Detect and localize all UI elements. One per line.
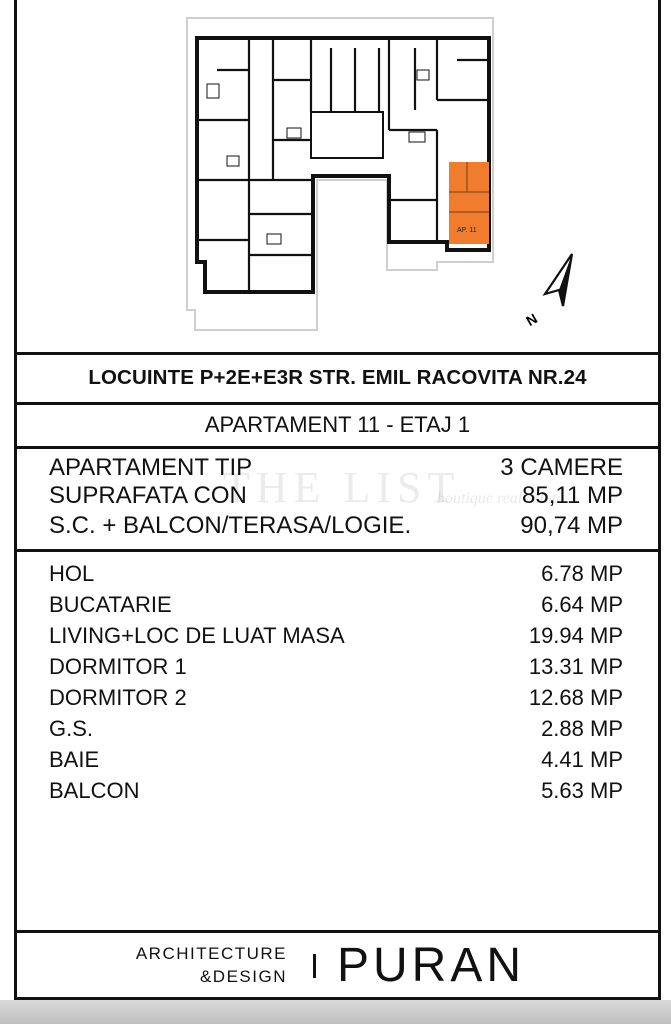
summary-label: APARTAMENT TIP	[49, 454, 253, 481]
summary-row: APARTAMENT TIP 3 CAMERE	[49, 454, 629, 482]
room-row: BUCATARIE 6.64 MP	[49, 589, 629, 620]
apartment-11-highlight	[449, 162, 489, 244]
apartment-heading: APARTAMENT 11 - ETAJ 1	[204, 412, 471, 437]
footer-separator	[313, 954, 316, 978]
room-area: 4.41 MP	[541, 747, 623, 772]
room-row: G.S. 2.88 MP	[49, 713, 629, 744]
room-name: BALCON	[49, 778, 140, 803]
apartment-label: AP. 11	[457, 227, 477, 234]
floor-plan-sheet: AP. 11 N LOCUINTE P+2E+E3R STR. EMIL RAC…	[14, 0, 661, 1000]
firm-line-1: ARCHITECTURE	[135, 944, 287, 963]
watermark-tagline: boutique real estate	[437, 490, 564, 507]
summary-table: APARTAMENT TIP 3 CAMERE SUPRAFATA CON 85…	[17, 448, 658, 550]
summary-row: SUPRAFATA CON 85,11 MP	[49, 482, 629, 510]
room-area: 6.78 MP	[541, 561, 623, 586]
room-area: 6.64 MP	[541, 592, 623, 617]
summary-label: SUPRAFATA CON	[49, 482, 247, 509]
room-row: BAIE 4.41 MP	[49, 744, 629, 775]
room-row: DORMITOR 1 13.31 MP	[49, 651, 629, 682]
watermark: THE LIST	[223, 463, 461, 512]
room-name: G.S.	[49, 716, 94, 741]
floor-plan-drawing: AP. 11 N	[186, 17, 574, 331]
room-area: 12.68 MP	[528, 685, 623, 710]
summary-value: 90,74 MP	[520, 512, 623, 539]
room-name: BAIE	[49, 747, 100, 772]
firm-descriptor: ARCHITECTURE &DESIGN	[87, 942, 287, 988]
divider	[17, 402, 658, 405]
footer: ARCHITECTURE &DESIGN PURAN	[17, 934, 658, 997]
divider	[17, 549, 658, 552]
summary-value: 3 CAMERE	[500, 454, 623, 481]
north-arrow-icon	[542, 253, 574, 307]
summary-label: S.C. + BALCON/TERASA/LOGIE.	[49, 512, 412, 539]
room-row: LIVING+LOC DE LUAT MASA 19.94 MP	[49, 620, 629, 651]
room-name: DORMITOR 2	[49, 685, 187, 710]
room-area: 5.63 MP	[541, 778, 623, 803]
divider	[17, 352, 658, 355]
room-area: 19.94 MP	[528, 623, 623, 648]
room-row: HOL 6.78 MP	[49, 558, 629, 589]
room-area: 2.88 MP	[541, 716, 623, 741]
room-area: 13.31 MP	[528, 654, 623, 679]
room-name: DORMITOR 1	[49, 654, 187, 679]
floor-plan: AP. 11 N	[17, 0, 658, 352]
divider	[17, 997, 658, 1000]
divider	[17, 930, 658, 933]
room-name: HOL	[49, 561, 95, 586]
summary-row: S.C. + BALCON/TERASA/LOGIE. 90,74 MP	[49, 512, 629, 540]
room-name: LIVING+LOC DE LUAT MASA	[49, 623, 345, 648]
room-name: BUCATARIE	[49, 592, 172, 617]
north-label: N	[523, 310, 540, 329]
divider	[17, 446, 658, 449]
room-row: BALCON 5.63 MP	[49, 775, 629, 806]
brand-logo: PURAN	[337, 939, 526, 992]
project-title: LOCUINTE P+2E+E3R STR. EMIL RACOVITA NR.…	[88, 366, 587, 389]
room-row: DORMITOR 2 12.68 MP	[49, 682, 629, 713]
bottom-strip	[0, 1000, 671, 1024]
summary-value: 85,11 MP	[522, 482, 623, 509]
firm-line-2: &DESIGN	[199, 967, 287, 986]
